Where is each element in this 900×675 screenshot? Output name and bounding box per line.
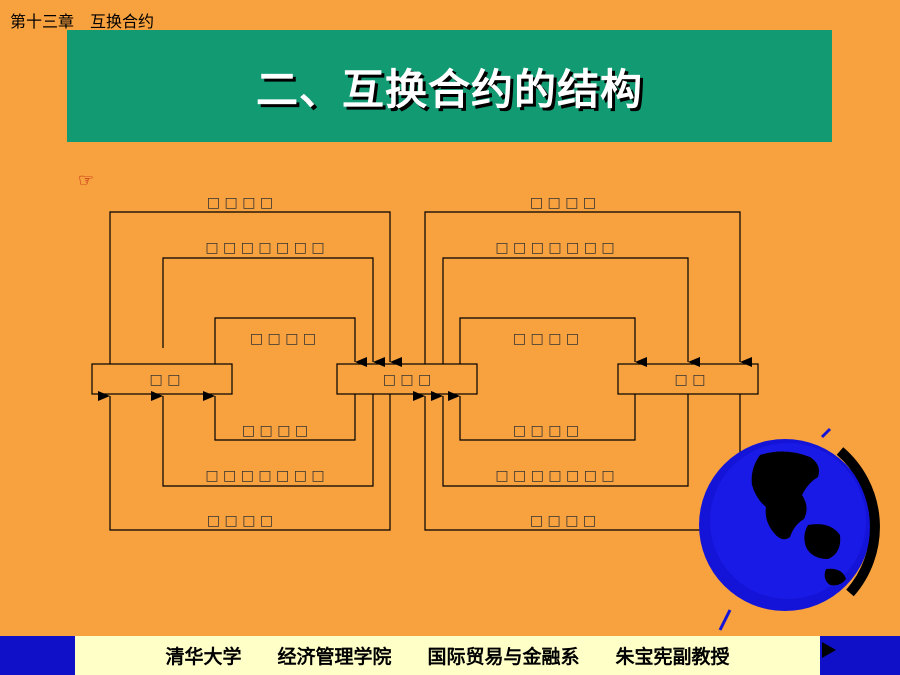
label-top-outer-right: □ □ □ □ [530, 195, 596, 211]
flow-top-mid-left [162, 257, 385, 367]
intermediary-label: □ □ □ [383, 372, 432, 388]
label-bottom-mid-right: □ □ □ □ □ □ □ [495, 468, 614, 484]
label-bottom-inner-left: □ □ □ □ [242, 423, 308, 439]
label-bottom-mid-left: □ □ □ □ □ □ □ [205, 468, 324, 484]
flow-top-outer-left [109, 211, 402, 367]
pointing-hand-icon: ☞ [78, 170, 95, 191]
flow-top-outer-right [424, 211, 752, 367]
footer-university: 清华大学 [165, 646, 242, 668]
flow-top-inner-left [214, 317, 367, 367]
label-top-inner-left: □ □ □ □ [250, 331, 316, 347]
globe-icon [699, 427, 880, 631]
next-slide-arrow-icon[interactable] [822, 642, 836, 658]
right-party-label: □ □ [675, 372, 706, 388]
footer-school: 经济管理学院 [277, 646, 392, 668]
label-top-outer-left: □ □ □ □ [207, 195, 273, 211]
footer-department: 国际贸易与金融系 [427, 646, 580, 668]
label-bottom-outer-left: □ □ □ □ [207, 513, 273, 529]
chapter-label: 第十三章 互换合约 [10, 12, 155, 31]
footer-bar: 清华大学 经济管理学院 国际贸易与金融系 朱宝宪副教授 [75, 636, 820, 675]
page-title: 二、互换合约的结构 [255, 64, 643, 114]
flow-top-mid-right [442, 257, 700, 367]
flow-top-inner-right [459, 317, 647, 367]
footer-left-accent [0, 636, 75, 675]
flow-bottom-inner-left [203, 391, 356, 441]
label-top-mid-right: □ □ □ □ □ □ □ [495, 240, 614, 256]
intermediary-box [336, 363, 478, 395]
flow-bottom-inner-right [448, 391, 636, 441]
title-bar: 二、互换合约的结构 [67, 30, 832, 142]
left-party-label: □ □ [150, 372, 181, 388]
label-bottom-inner-right: □ □ □ □ [513, 423, 579, 439]
label-bottom-outer-right: □ □ □ □ [530, 513, 596, 529]
label-top-mid-left: □ □ □ □ □ □ □ [205, 240, 324, 256]
flow-bottom-mid-right [431, 391, 689, 487]
flow-bottom-mid-left [151, 391, 374, 487]
label-top-inner-right: □ □ □ □ [513, 331, 579, 347]
flow-bottom-outer-left [98, 391, 391, 531]
footer-author: 朱宝宪副教授 [615, 646, 730, 668]
